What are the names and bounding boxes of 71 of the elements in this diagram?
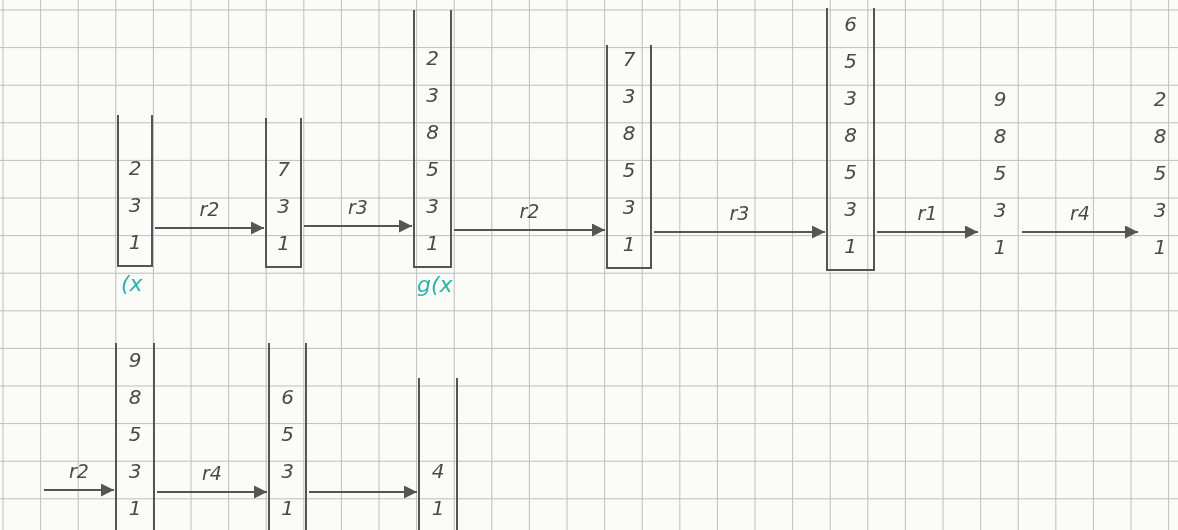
stack-value: 1 xyxy=(1153,234,1167,261)
stack-value: 7 xyxy=(622,46,636,73)
stack-value: 1 xyxy=(426,230,439,257)
stack-value: 2 xyxy=(128,155,142,182)
stack-value: 4 xyxy=(431,458,445,485)
stack-value: 1 xyxy=(993,234,1007,261)
arrow xyxy=(1021,225,1139,239)
arrow xyxy=(876,225,979,239)
edge-label: r3 xyxy=(729,202,750,224)
stack-value: 3 xyxy=(1153,197,1167,224)
open-top-stack xyxy=(418,378,458,530)
stack-value: 1 xyxy=(128,229,142,256)
arrow xyxy=(303,219,413,233)
stack-value: 3 xyxy=(622,83,636,110)
stack-value: 9 xyxy=(993,86,1007,113)
edge-label: r1 xyxy=(917,202,938,224)
stack-value: 3 xyxy=(844,196,857,223)
arrow xyxy=(154,221,265,235)
arrow xyxy=(43,483,115,497)
stack-value: 7 xyxy=(277,156,290,183)
stack-value: 1 xyxy=(277,230,290,257)
stack-value: 1 xyxy=(281,495,294,522)
edge-label: r2 xyxy=(519,200,540,222)
stack-value: 3 xyxy=(993,197,1007,224)
arrow xyxy=(156,485,268,499)
open-top-stack xyxy=(115,343,155,530)
edge-label: r3 xyxy=(348,196,368,218)
open-top-stack xyxy=(826,8,875,271)
stack-value: 2 xyxy=(1153,86,1167,113)
stack-value: 3 xyxy=(844,85,857,112)
stack-value: 5 xyxy=(281,421,294,448)
open-top-stack xyxy=(268,343,307,530)
stack-value: 5 xyxy=(128,421,142,448)
stack-value: 3 xyxy=(281,458,294,485)
stack-value: 1 xyxy=(431,495,445,522)
edge-label: r4 xyxy=(1070,202,1090,224)
stack-value: 3 xyxy=(128,192,142,219)
stack-value: 3 xyxy=(128,458,142,485)
edge-label: r4 xyxy=(202,462,222,484)
stack-value: 6 xyxy=(281,384,294,411)
stack-value: 5 xyxy=(844,48,857,75)
stack-value: 1 xyxy=(622,231,636,258)
stack-value: 1 xyxy=(128,495,142,522)
stack-value: 8 xyxy=(426,119,439,146)
stack-value: 8 xyxy=(128,384,142,411)
stack-value: 3 xyxy=(426,82,439,109)
stack-value: 8 xyxy=(844,122,857,149)
stack-value: 6 xyxy=(844,11,857,38)
edge-label: r2 xyxy=(199,198,220,220)
stack-value: 5 xyxy=(426,156,439,183)
stack-value: 5 xyxy=(622,157,636,184)
arrow xyxy=(308,485,418,499)
stack-value: 1 xyxy=(844,233,857,260)
stack-value: 5 xyxy=(993,160,1007,187)
arrow xyxy=(653,225,826,239)
stack-value: 8 xyxy=(622,120,636,147)
stack-value: 3 xyxy=(277,193,290,220)
annotation-text: g(x xyxy=(417,272,453,297)
stack-value: 3 xyxy=(426,193,439,220)
annotation-text: (x xyxy=(121,271,143,296)
open-top-stack xyxy=(606,45,652,269)
stack-value: 2 xyxy=(426,45,439,72)
edge-label: r2 xyxy=(69,460,89,482)
stack-value: 9 xyxy=(128,347,142,374)
open-top-stack xyxy=(265,118,302,268)
stack-value: 3 xyxy=(622,194,636,221)
arrow xyxy=(453,223,606,237)
stack-value: 8 xyxy=(993,123,1007,150)
stack-value: 5 xyxy=(1153,160,1167,187)
stack-value: 8 xyxy=(1153,123,1167,150)
stack-value: 5 xyxy=(844,159,857,186)
